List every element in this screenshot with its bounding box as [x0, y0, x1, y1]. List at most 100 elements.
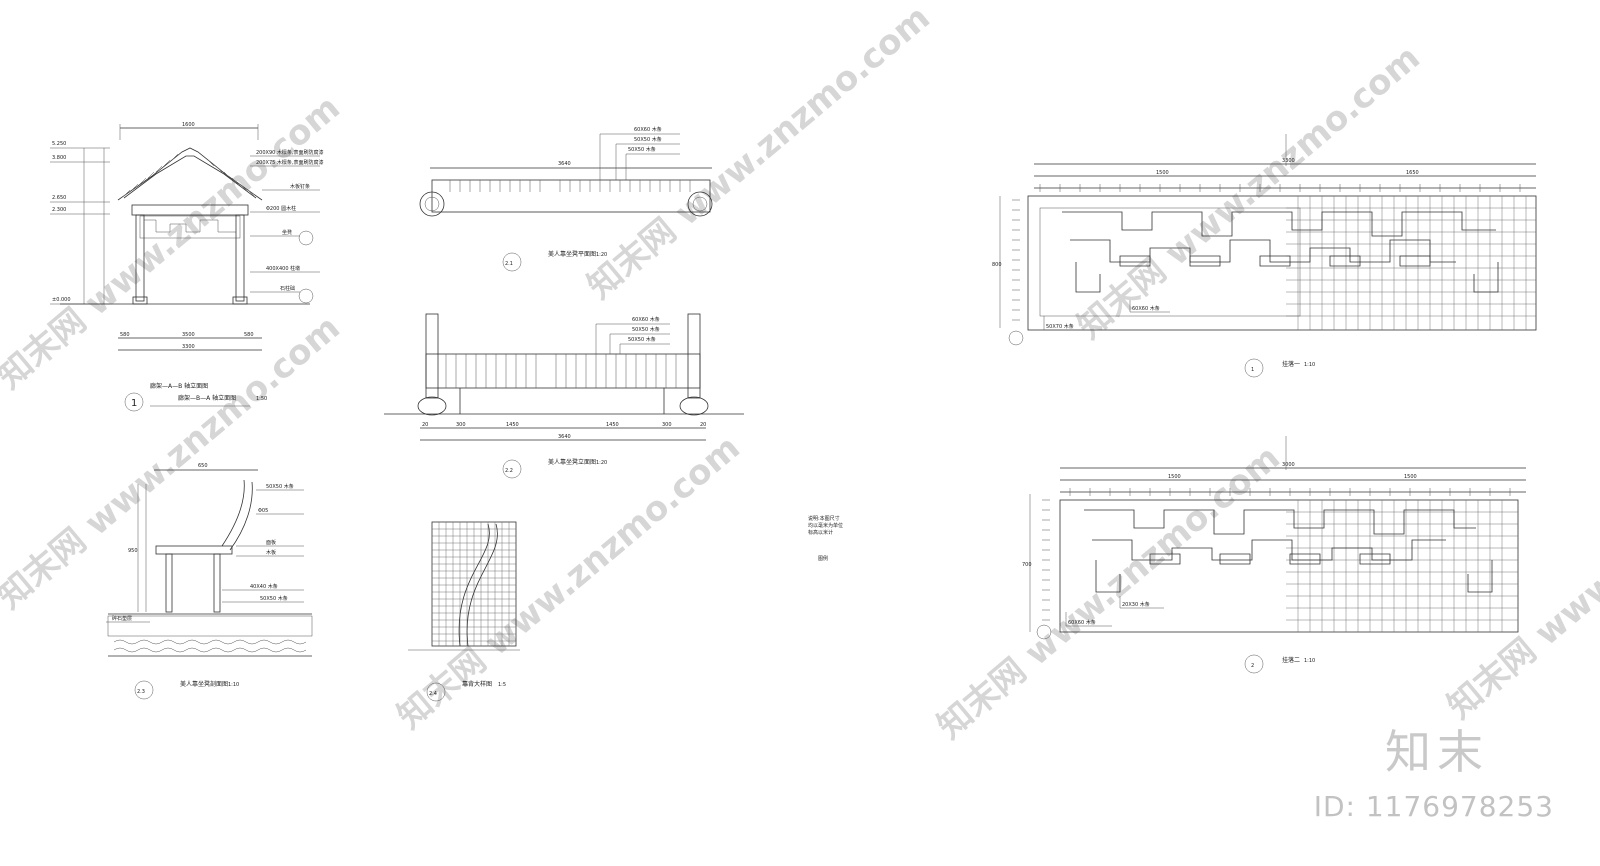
figure-scale: 1:10: [228, 682, 239, 688]
watermark: 知末网 www.znzmo.com: [1440, 418, 1600, 727]
figure-scale: 1:20: [596, 252, 607, 258]
note: 60X60 木条: [1068, 619, 1096, 626]
figure-index: 2.3: [137, 689, 145, 695]
dim: 1500: [1168, 474, 1181, 480]
note-caption: 图例: [818, 555, 828, 562]
figure-title: 美人靠坐凳剖面图: [180, 680, 228, 688]
dim: 300: [456, 422, 466, 428]
level: 5.250: [52, 141, 66, 147]
watermark: 知末网 www.znzmo.com: [390, 428, 748, 737]
figure-index: 2: [1251, 663, 1254, 669]
note: 50X50 木条: [266, 483, 294, 490]
dim: 3300: [182, 344, 195, 350]
dim: 1450: [606, 422, 619, 428]
note: Φ05: [258, 508, 268, 514]
dim: 580: [244, 332, 254, 338]
bench-plan: 3640 60X60 木条 50X50 木条 50X50 木条 2.1 美人靠坐…: [419, 126, 713, 272]
dim: 3500: [182, 332, 195, 338]
dim: 950: [128, 548, 138, 554]
lattice-2-grid: [1286, 500, 1518, 632]
figure-title: 挂落一: [1282, 360, 1300, 368]
note: Φ200 圆木柱: [266, 205, 296, 212]
callouts: 200X90 木檩条,表面刷防腐漆 200X75 木檩条,表面刷防腐漆 木板钉条…: [250, 149, 324, 304]
watermarks: 知末网 www.znzmo.com 知末网 www.znzmo.com 知末网 …: [0, 0, 1600, 747]
note: 20X30 木条: [1122, 601, 1150, 608]
level-markers: 5.250 3.800 2.650 2.300 ±0.000: [50, 141, 110, 305]
note: 50X50 木条: [634, 136, 662, 143]
figure-index: 1: [131, 398, 137, 409]
level: 3.800: [52, 155, 66, 161]
note: 木板: [266, 549, 276, 556]
dim: 1500: [1404, 474, 1417, 480]
note: 60X60 木条: [1132, 305, 1160, 312]
figure-scale: 1:10: [1304, 362, 1315, 368]
note: 50X50 木条: [628, 146, 656, 153]
roof-tiles: [123, 153, 255, 197]
note-line: 均以毫米为单位: [808, 522, 843, 529]
dim: 20: [422, 422, 428, 428]
dim: 1500: [1156, 170, 1169, 176]
dim: 3640: [558, 434, 571, 440]
note: 石柱础: [280, 285, 295, 292]
note: 200X75 木檩条,表面刷防腐漆: [256, 159, 324, 166]
figure-title: 美人靠坐凳立面图: [548, 458, 596, 466]
level: 2.300: [52, 207, 66, 213]
note: 碎石垫层: [112, 615, 132, 622]
figure-scale: 1:10: [1304, 658, 1315, 664]
figure-title: 靠背大样图: [462, 680, 492, 688]
dim: 3300: [1282, 158, 1295, 164]
figure-index: 2.2: [505, 468, 513, 474]
note: 50X50 木条: [260, 595, 288, 602]
figure-title: 廊架—A—B 轴立面图: [150, 382, 208, 390]
watermark: 知末网 www.znzmo.com: [1070, 38, 1428, 347]
dim: 1650: [1406, 170, 1419, 176]
note: 40X40 木条: [250, 583, 278, 590]
note-line: 标高以米计: [808, 529, 833, 536]
figure-title: 美人靠坐凳平面图: [548, 250, 596, 258]
gravel-fill: [113, 639, 307, 653]
figure-scale: 1:5: [498, 682, 506, 688]
note: 200X90 木檩条,表面刷防腐漆: [256, 149, 324, 156]
lattice-2-ticks: [1069, 488, 1511, 496]
level: 2.650: [52, 195, 66, 201]
level: ±0.000: [52, 297, 71, 303]
dim: 3000: [1282, 462, 1295, 468]
section-notes: 50X50 木条 Φ05 面板 木板 40X40 木条 50X50 木条 碎石垫…: [106, 483, 304, 623]
figure-index: 1: [1251, 367, 1254, 373]
figure-index: 2.1: [505, 261, 513, 267]
dim: 650: [198, 463, 208, 469]
figure-title: 挂落二: [1282, 656, 1300, 664]
figure-scale: 1:20: [596, 460, 607, 466]
watermark: 知末网 www.znzmo.com: [580, 0, 938, 307]
note: 面板: [266, 539, 276, 546]
figure-index: 2.4: [429, 691, 437, 697]
dim: 1450: [506, 422, 519, 428]
lattice-1-fret: [1062, 211, 1499, 293]
note: 60X60 木条: [634, 126, 662, 133]
note: 坐凳: [282, 229, 292, 236]
lattice-1: 3300 1500 1650 800 50X70 木条 60X60 木条: [992, 134, 1537, 378]
bench-section: 650 950 50X50 木条 Φ05 面板 木板 40X40 木条 50X: [106, 463, 313, 700]
pavilion-elevation: 1600 5.250 3.800 2.650 2.300 ±0.000: [50, 122, 324, 412]
figure-scale: 1:50: [256, 396, 267, 402]
brand-logo: 知末: [1385, 725, 1489, 779]
resource-id: ID: 1176978253: [1313, 790, 1554, 823]
general-notes: 说明:本图尺寸 均以毫米为单位 标高以米计 图例: [808, 515, 843, 562]
dim: 700: [1022, 562, 1032, 568]
dim: 800: [992, 262, 1002, 268]
note: 木板钉条: [290, 183, 310, 190]
lattice-2: 3000 1500 1500 700 20X30 木条 60X60 木条 2: [1022, 436, 1526, 674]
note: 60X60 木条: [632, 316, 660, 323]
note: 50X50 木条: [632, 326, 660, 333]
note: 50X70 木条: [1046, 323, 1074, 330]
bench-rails: [445, 354, 677, 388]
backrest-detail: 2.4 靠背大样图 1:5: [408, 521, 520, 702]
bench-slats: [449, 180, 691, 192]
dim: 300: [662, 422, 672, 428]
lattice-1-grid: [1286, 196, 1536, 330]
lattice-2-fret: [1084, 509, 1493, 593]
figure-subtitle: 廊架—B—A 轴立面图: [178, 394, 236, 402]
lattice-1-ticks: [1039, 184, 1521, 192]
bench-elevation: 60X60 木条 50X50 木条 50X50 木条 20 300 1450 1…: [384, 313, 744, 479]
